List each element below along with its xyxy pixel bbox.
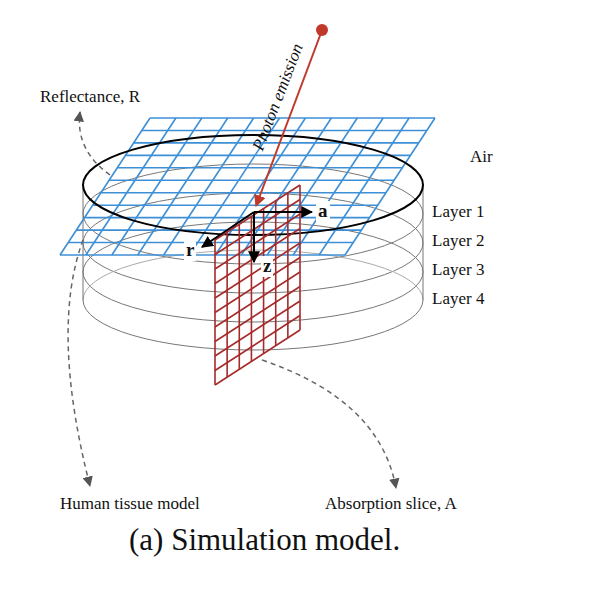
grid-stroke	[319, 118, 409, 255]
grid-stroke	[215, 330, 300, 385]
grid-stroke	[215, 287, 300, 342]
reflectance-grid	[60, 118, 435, 255]
grid-stroke	[134, 142, 419, 144]
grid-stroke	[215, 243, 300, 298]
grid-stroke	[215, 272, 300, 327]
part-label: Absorption slice, A	[325, 495, 457, 514]
grid-stroke	[215, 214, 300, 269]
grid-stroke	[60, 254, 345, 256]
grid-stroke	[109, 179, 394, 181]
part-label: Human tissue model	[60, 495, 200, 514]
grid-stroke	[345, 118, 435, 255]
layer-label: Layer 3	[432, 261, 484, 280]
grid-stroke	[93, 204, 378, 206]
layer-label: Layer 1	[432, 203, 484, 222]
photon-source	[316, 24, 328, 36]
grid-stroke	[60, 118, 150, 255]
grid-stroke	[101, 192, 386, 194]
layer-label: Layer 2	[432, 232, 484, 251]
axes	[202, 212, 312, 262]
figure-caption: (a) Simulation model.	[129, 522, 400, 558]
axis-label: r	[184, 240, 196, 261]
region-label: Air	[470, 148, 493, 167]
grid-stroke	[150, 117, 435, 119]
absorption-grid	[215, 185, 300, 385]
grid-stroke	[117, 167, 402, 169]
grid-stroke	[215, 200, 300, 255]
grid-stroke	[125, 155, 410, 157]
region-label: Reflectance, R	[40, 88, 140, 107]
layer-label: Layer 4	[432, 290, 484, 309]
grid-stroke	[215, 301, 300, 356]
grid-stroke	[293, 118, 383, 255]
tissue-layers	[83, 164, 423, 350]
grid-stroke	[215, 258, 300, 313]
axis-label: a	[316, 201, 330, 222]
grid-stroke	[86, 118, 176, 255]
axis-label: z	[261, 256, 273, 277]
grid-stroke	[215, 316, 300, 371]
grid-stroke	[215, 229, 300, 284]
leader-lines	[68, 112, 396, 488]
